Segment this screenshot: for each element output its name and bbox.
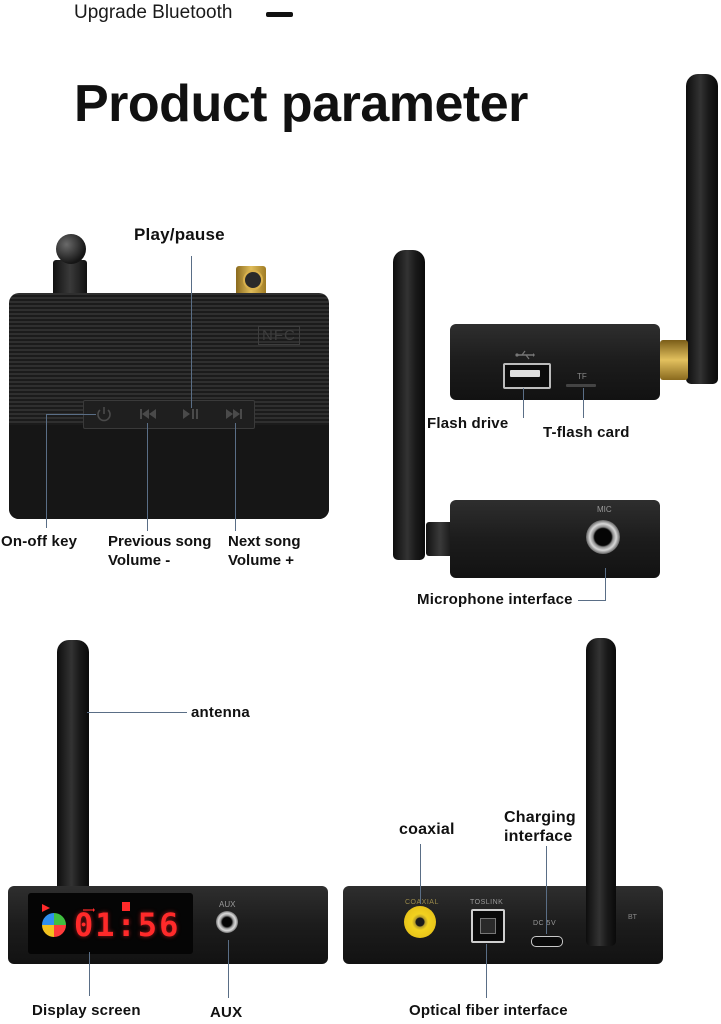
leader-on-off-h bbox=[46, 414, 96, 415]
leader-on-off-v bbox=[46, 414, 47, 528]
coaxial-marking: COAXIAL bbox=[405, 899, 439, 906]
usb-port bbox=[503, 363, 551, 389]
leader-optical bbox=[486, 944, 487, 998]
leader-flash-drive bbox=[523, 388, 524, 418]
label-antenna: antenna bbox=[191, 704, 250, 721]
gold-rca-tip bbox=[243, 270, 263, 290]
front-antenna-stub bbox=[53, 260, 87, 296]
leader-aux bbox=[228, 940, 229, 998]
side-antenna-tall bbox=[686, 74, 718, 384]
next-track-icon[interactable] bbox=[225, 407, 243, 426]
side-view-device-mic bbox=[450, 500, 660, 578]
microphone-jack bbox=[586, 520, 620, 554]
display-time: 01:56 bbox=[74, 906, 181, 944]
label-previous-line1: Previous song bbox=[108, 533, 212, 550]
label-next-line1: Next song bbox=[228, 533, 301, 550]
previous-track-icon[interactable] bbox=[139, 407, 157, 426]
page-title: Product parameter bbox=[74, 75, 528, 133]
color-wheel-icon bbox=[41, 912, 67, 943]
leader-display bbox=[89, 952, 90, 996]
leader-tf-card bbox=[583, 388, 584, 418]
tf-slot bbox=[566, 384, 596, 387]
leader-microphone-h bbox=[578, 600, 606, 601]
bt-marking: BT bbox=[628, 914, 637, 921]
label-optical: Optical fiber interface bbox=[409, 1002, 568, 1019]
mic-antenna bbox=[393, 250, 425, 560]
aux-marking: AUX bbox=[219, 900, 236, 909]
dc-marking: DC 5V bbox=[533, 920, 557, 927]
back-antenna bbox=[586, 638, 616, 946]
mic-marking: MIC bbox=[597, 505, 612, 514]
toslink-marking: TOSLINK bbox=[470, 899, 504, 906]
label-tf-card: T-flash card bbox=[543, 424, 630, 441]
label-display-screen: Display screen bbox=[32, 1002, 141, 1019]
play-indicator-icon bbox=[42, 899, 50, 917]
tf-marking: TF bbox=[577, 372, 587, 381]
play-pause-icon[interactable] bbox=[181, 407, 199, 426]
front-lower-panel bbox=[9, 425, 329, 519]
leader-play-pause bbox=[191, 256, 192, 408]
label-play-pause: Play/pause bbox=[134, 225, 225, 244]
display-antenna bbox=[57, 640, 89, 892]
leader-charging bbox=[546, 846, 547, 934]
aux-jack bbox=[216, 911, 238, 933]
label-previous-line2: Volume - bbox=[108, 552, 171, 569]
front-antenna-knob bbox=[56, 234, 86, 264]
label-coaxial: coaxial bbox=[399, 821, 455, 838]
usb-indicator-icon bbox=[83, 900, 95, 918]
leader-microphone-v bbox=[605, 568, 606, 600]
label-charging-line2: interface bbox=[504, 828, 573, 845]
optical-port bbox=[471, 909, 505, 943]
label-next-line2: Volume + bbox=[228, 552, 294, 569]
leader-previous bbox=[147, 423, 148, 531]
usb-c-port bbox=[531, 936, 563, 947]
label-flash-drive: Flash drive bbox=[427, 415, 509, 432]
label-charging-line1: Charging bbox=[504, 809, 576, 826]
nfc-label: NFC bbox=[258, 326, 300, 345]
coaxial-port bbox=[404, 906, 436, 938]
label-aux: AUX bbox=[210, 1004, 243, 1021]
leader-antenna bbox=[87, 712, 187, 713]
leader-coaxial bbox=[420, 844, 421, 904]
mic-antenna-joint bbox=[426, 522, 454, 556]
dash-mark bbox=[266, 12, 293, 17]
top-caption: Upgrade Bluetooth bbox=[74, 2, 233, 23]
label-microphone: Microphone interface bbox=[417, 591, 573, 608]
label-on-off: On-off key bbox=[1, 533, 78, 550]
usb-icon bbox=[515, 347, 535, 365]
card-indicator-icon bbox=[122, 898, 130, 916]
side-view-device-usb bbox=[450, 324, 660, 400]
power-icon[interactable] bbox=[95, 405, 113, 428]
side-gold-connector bbox=[660, 340, 688, 380]
leader-next bbox=[235, 423, 236, 531]
